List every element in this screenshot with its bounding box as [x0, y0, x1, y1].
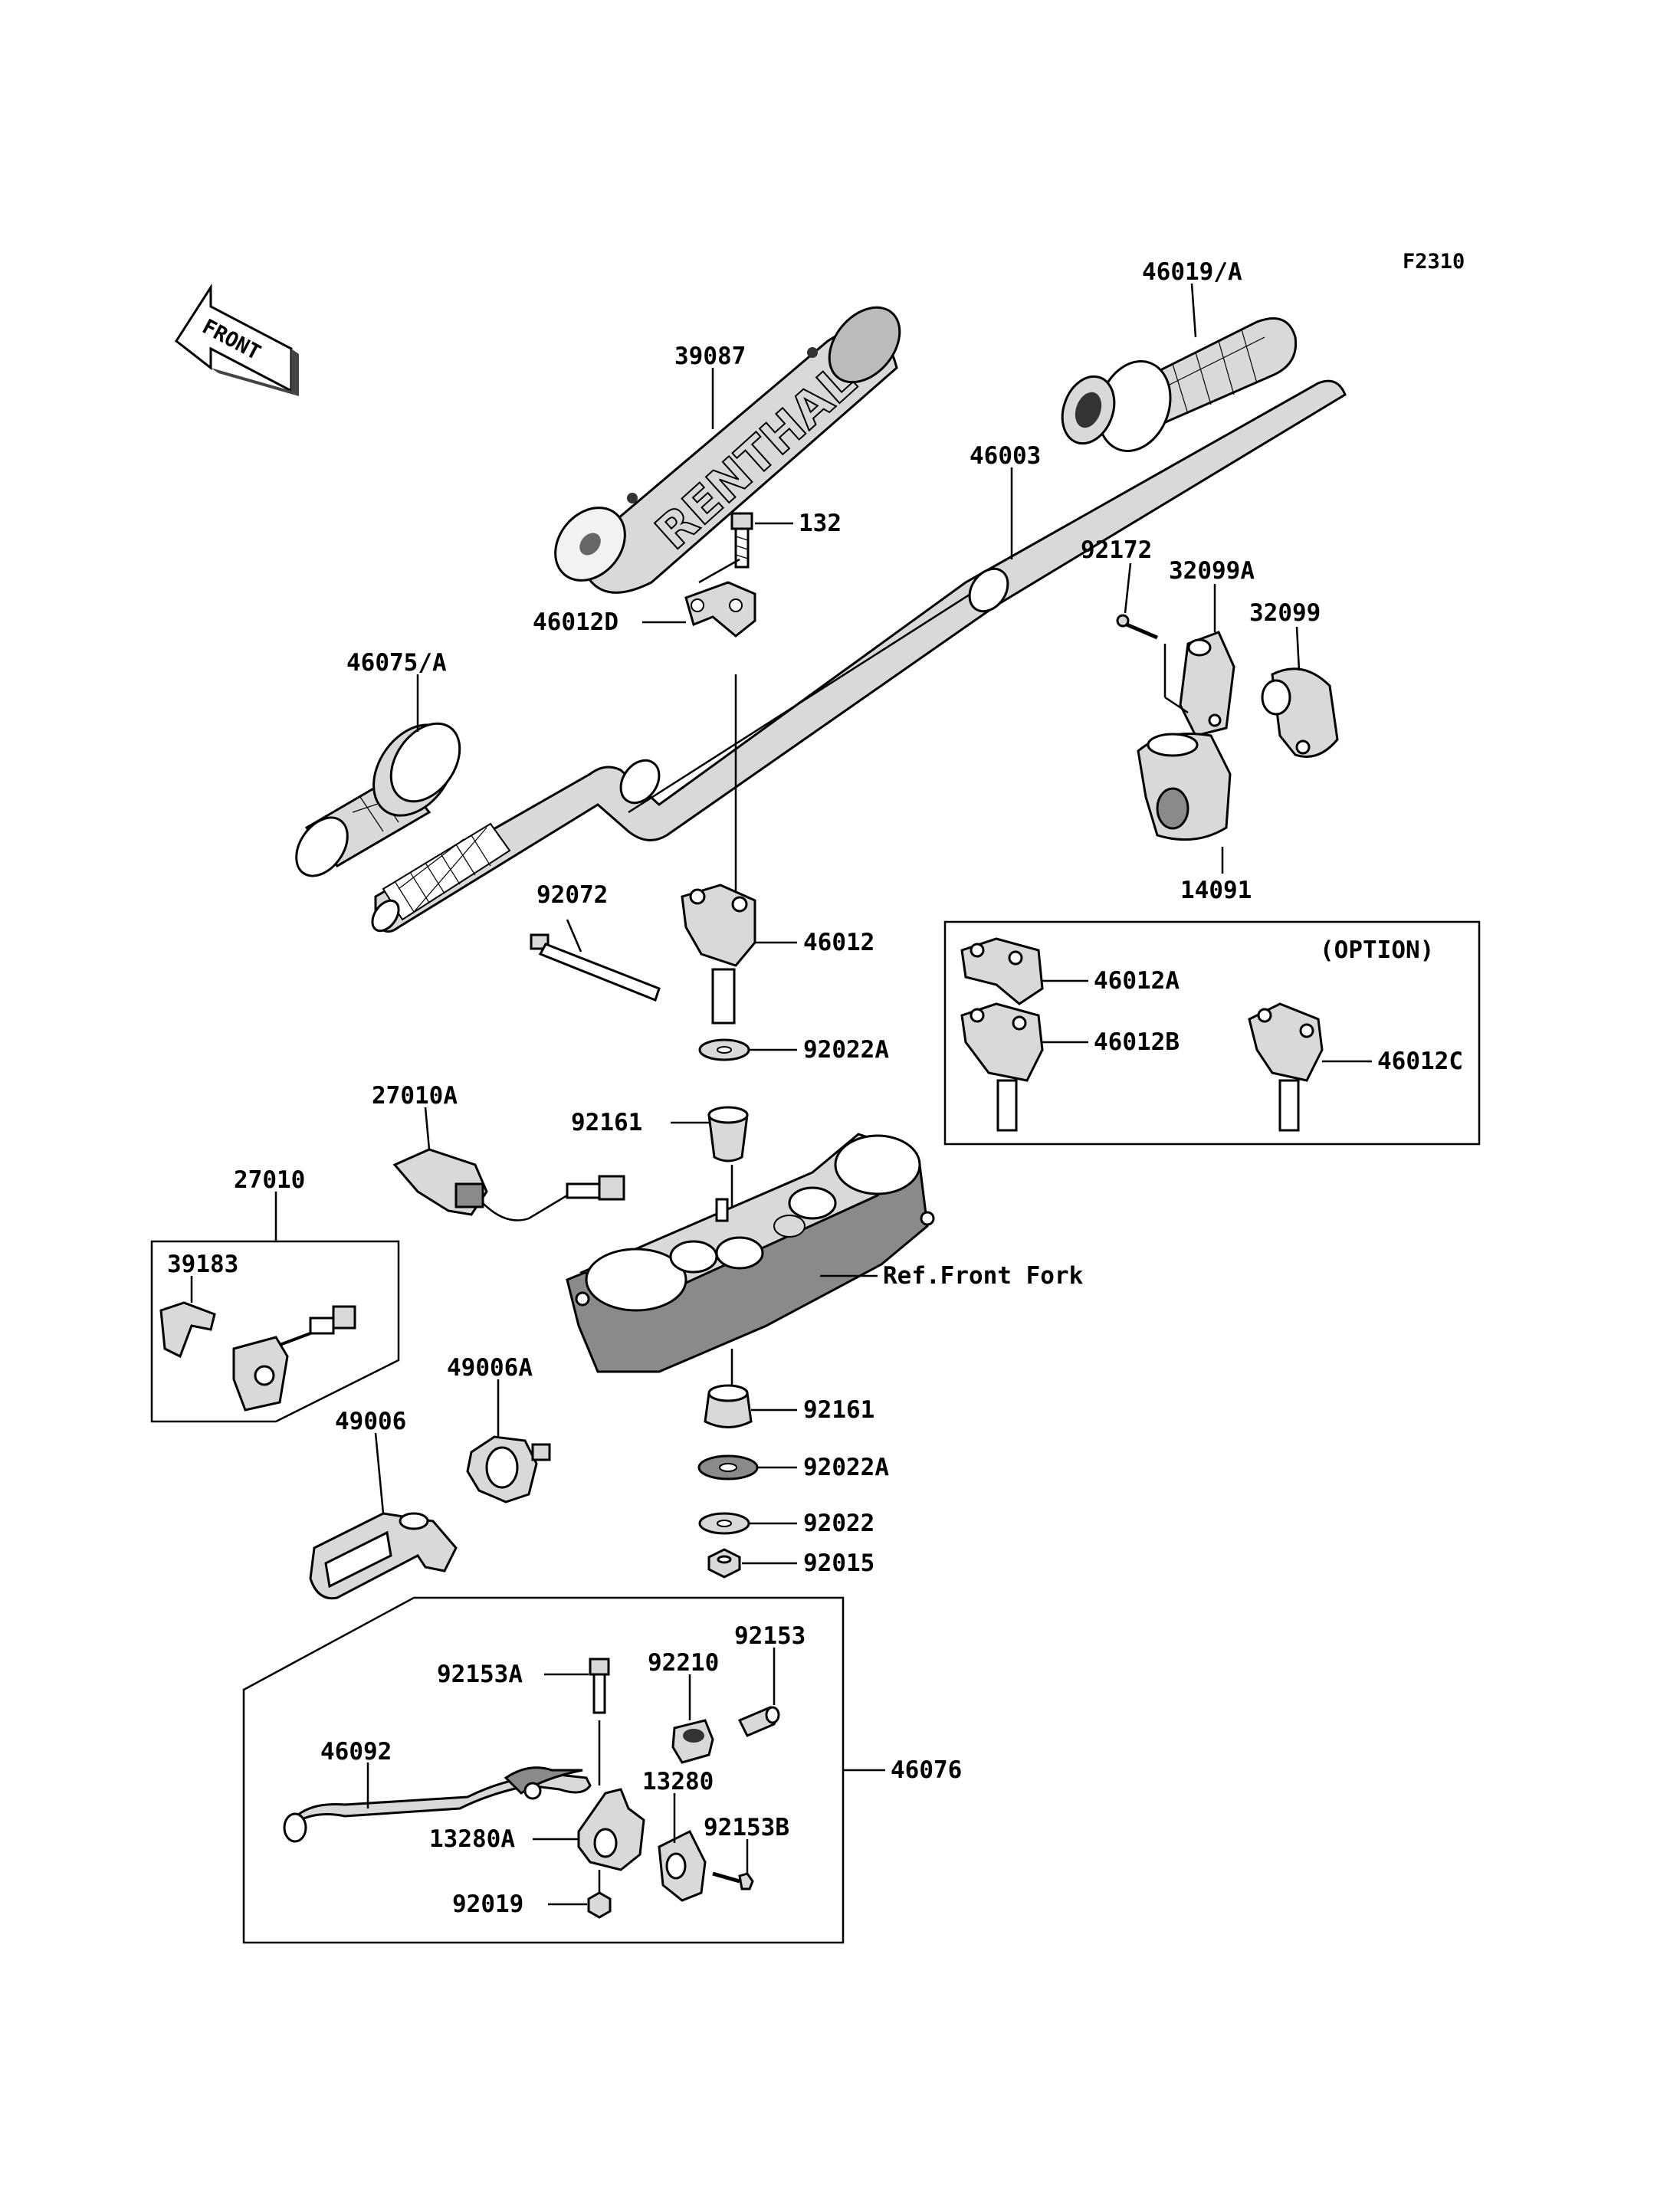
- label-92153A: 92153A: [437, 1661, 523, 1688]
- label-92161-bot: 92161: [803, 1396, 874, 1424]
- washer-92022a-bottom: [697, 1454, 759, 1481]
- label-92022A-top: 92022A: [803, 1036, 889, 1064]
- label-92153: 92153: [734, 1622, 806, 1650]
- label-13280: 13280: [642, 1768, 714, 1795]
- label-92022: 92022: [803, 1510, 874, 1537]
- label-46076: 46076: [891, 1756, 962, 1784]
- label-132: 132: [799, 510, 842, 537]
- label-46092: 46092: [320, 1738, 392, 1766]
- lever-46092: [283, 1766, 592, 1843]
- clamp-13280: [658, 1829, 707, 1902]
- guard-49006: [309, 1512, 458, 1600]
- clamp-46012d: [684, 581, 756, 638]
- label-32099: 32099: [1249, 599, 1321, 627]
- housing-32099: [1261, 667, 1339, 758]
- handlebar-pad: RENTHAL: [554, 306, 901, 594]
- bolt-132: [730, 512, 753, 569]
- label-46019A: 46019/A: [1142, 258, 1242, 286]
- bracket-13280a: [577, 1788, 645, 1871]
- nut-92019: [587, 1891, 612, 1919]
- bushing-92210: [671, 1719, 714, 1764]
- kit-27010: [150, 1240, 400, 1423]
- switch-27010a: [392, 1148, 625, 1221]
- label-92019: 92019: [452, 1890, 523, 1918]
- label-46012: 46012: [803, 929, 874, 956]
- figure-code: F2310: [1403, 250, 1465, 274]
- label-46012C: 46012C: [1377, 1048, 1463, 1075]
- washer-92022: [698, 1512, 750, 1535]
- front-arrow-icon: FRONT: [174, 283, 299, 396]
- screw-92153b: [712, 1871, 754, 1890]
- left-grip: [295, 722, 461, 877]
- nut-92015: [707, 1548, 741, 1579]
- bushing-92161-bottom: [704, 1384, 753, 1428]
- label-92210: 92210: [648, 1649, 719, 1677]
- label-13280A: 13280A: [429, 1825, 515, 1853]
- label-92022A-bot: 92022A: [803, 1454, 889, 1481]
- housing-32099a: [1179, 631, 1235, 737]
- option-box: (OPTION) 46012A 46012B 46012C: [943, 920, 1481, 1146]
- label-92015: 92015: [803, 1549, 874, 1577]
- label-27010A: 27010A: [372, 1082, 458, 1110]
- label-27010: 27010: [234, 1166, 305, 1194]
- washer-92022a-top: [698, 1038, 750, 1061]
- triple-clamp: [566, 1133, 935, 1373]
- cover-14091: [1137, 733, 1232, 841]
- label-92072: 92072: [536, 881, 608, 909]
- bushing-92161-top: [707, 1106, 749, 1162]
- label-46012B: 46012B: [1094, 1028, 1180, 1056]
- handlebar: [371, 379, 1347, 933]
- screw-92172: [1116, 614, 1158, 640]
- ref-front-fork-label: Ref.Front Fork: [883, 1262, 1084, 1290]
- label-49006A: 49006A: [447, 1354, 533, 1382]
- riser-46012: [681, 884, 756, 1025]
- label-92161-top: 92161: [571, 1109, 642, 1136]
- label-46075A: 46075/A: [346, 649, 447, 677]
- label-92153B: 92153B: [704, 1814, 789, 1841]
- label-32099A: 32099A: [1169, 557, 1255, 585]
- right-grip: [1061, 317, 1298, 452]
- label-14091: 14091: [1180, 877, 1252, 904]
- bolt-92153a: [589, 1658, 610, 1714]
- label-39087: 39087: [674, 343, 746, 370]
- label-39183: 39183: [167, 1251, 238, 1278]
- label-92172: 92172: [1081, 536, 1152, 564]
- adjuster-49006a: [466, 1435, 551, 1503]
- label-46003: 46003: [970, 442, 1041, 470]
- label-49006: 49006: [335, 1408, 406, 1435]
- label-46012A: 46012A: [1094, 967, 1180, 995]
- tie-strap-92072: [530, 933, 661, 1002]
- label-46012D: 46012D: [533, 608, 619, 636]
- option-label: (OPTION): [1320, 936, 1434, 964]
- screw-92153: [737, 1706, 780, 1737]
